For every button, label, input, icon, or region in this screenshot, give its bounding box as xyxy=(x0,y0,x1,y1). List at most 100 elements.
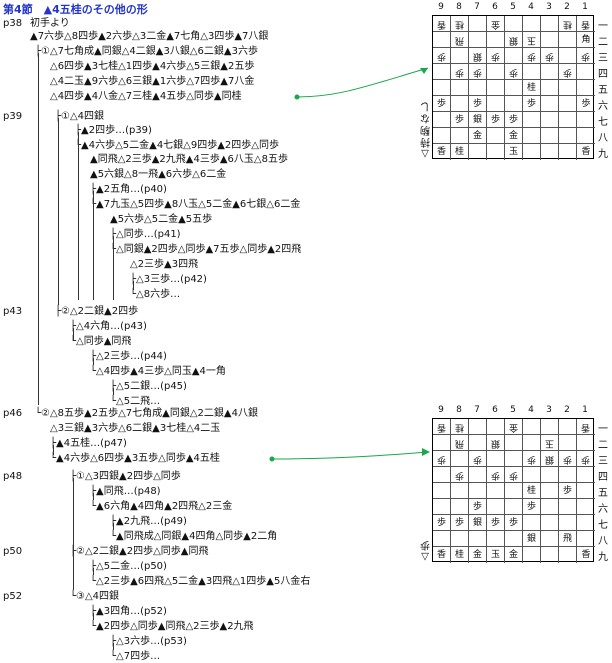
board-square xyxy=(451,128,469,144)
board-square: 香 xyxy=(577,144,595,160)
board-square xyxy=(433,499,451,515)
board-square: 歩 xyxy=(469,499,487,515)
move-line: ├△5二銀…(p45) xyxy=(110,381,187,392)
tree-connector xyxy=(113,388,114,395)
rank-label: 一 xyxy=(598,21,608,32)
board-square xyxy=(505,531,523,547)
move-line: └△8六歩… xyxy=(130,289,181,300)
file-label: 3 xyxy=(546,405,552,415)
tree-connector xyxy=(73,478,74,590)
file-label: 6 xyxy=(492,405,498,415)
shogi-piece: 歩 xyxy=(562,486,572,496)
board-square xyxy=(577,112,595,128)
board-square xyxy=(559,419,577,435)
board-square xyxy=(469,435,487,451)
board-square: 桂 xyxy=(451,144,469,160)
tree-connector xyxy=(78,132,79,300)
board-square xyxy=(577,531,595,547)
file-label: 7 xyxy=(474,2,480,12)
board-square xyxy=(469,32,487,48)
board-square xyxy=(487,531,505,547)
board-square: 歩 xyxy=(451,64,469,80)
shogi-piece: 玉 xyxy=(526,35,536,45)
shogi-piece: 歩 xyxy=(490,518,500,528)
board-square xyxy=(505,16,523,32)
shogi-piece: 金 xyxy=(472,131,482,141)
tree-connector xyxy=(73,328,74,340)
board-square xyxy=(433,80,451,96)
board-square: 玉 xyxy=(541,435,559,451)
shogi-piece: 銀 xyxy=(472,115,482,125)
board-square xyxy=(559,144,577,160)
gote-hand-char: 持 xyxy=(420,136,430,147)
shogi-piece: 歩 xyxy=(454,470,464,480)
tree-connector xyxy=(93,493,94,500)
shogi-piece: 銀 xyxy=(490,438,500,448)
board-square xyxy=(505,451,523,467)
board-square xyxy=(523,435,541,451)
move-line: ├▲2五角…(p40) xyxy=(90,184,167,195)
board-square: 香 xyxy=(577,419,595,435)
board-square xyxy=(541,32,559,48)
move-line: └▲同飛成△同銀▲4四角△同歩▲2二角 xyxy=(110,531,278,542)
board-square xyxy=(541,531,559,547)
move-line: ├△4六角…(p43) xyxy=(70,321,147,332)
board-square: 歩 xyxy=(469,451,487,467)
board-square xyxy=(487,483,505,499)
board-square: 歩 xyxy=(451,112,469,128)
file-label: 4 xyxy=(528,405,534,415)
board-square xyxy=(559,112,577,128)
arrow-head-1 xyxy=(420,68,428,74)
page-ref-label: p48 xyxy=(3,471,23,482)
board-square: 香 xyxy=(577,547,595,563)
rank-label: 六 xyxy=(598,504,608,515)
board-square: 金 xyxy=(505,547,523,563)
shogi-piece: 歩 xyxy=(508,115,518,125)
tree-connector xyxy=(93,191,94,300)
rank-label: 七 xyxy=(598,520,608,531)
arrow-to-board-2 xyxy=(271,451,429,460)
board-square: 歩 xyxy=(487,112,505,128)
board-square: 歩 xyxy=(505,112,523,128)
rank-label: 二 xyxy=(598,440,608,451)
board-square: 玉 xyxy=(505,144,523,160)
board-square: 銀 xyxy=(523,531,541,547)
board-square: 銀 xyxy=(541,451,559,467)
board-square xyxy=(523,112,541,128)
board-grid: 香桂金香飛銀玉歩歩歩銀歩歩歩歩歩桂歩歩歩歩歩銀歩歩銀飛香桂金玉金香 xyxy=(432,418,595,563)
move-line: └③△4四銀 xyxy=(70,591,120,602)
board-square: 桂 xyxy=(559,16,577,32)
shogi-piece: 飛 xyxy=(562,534,572,544)
shogi-piece: 香 xyxy=(581,550,591,560)
board-square xyxy=(469,531,487,547)
file-label: 3 xyxy=(546,2,552,12)
shogi-piece: 銀 xyxy=(472,51,482,61)
board-square: 香 xyxy=(433,16,451,32)
move-line: └▲4六歩△6四歩▲3五歩△同歩▲4五桂 xyxy=(50,453,220,464)
move-line: └▲6六角▲4四角▲2四飛△2三金 xyxy=(90,501,233,512)
shogi-piece: 歩 xyxy=(490,51,500,61)
shogi-piece: 銀 xyxy=(526,534,536,544)
page-ref-label: p43 xyxy=(3,306,23,317)
arrow-dot-1 xyxy=(294,94,300,100)
page-ref-label: p39 xyxy=(3,111,23,122)
shogi-piece: 玉 xyxy=(508,147,518,157)
board-square xyxy=(577,515,595,531)
board-square xyxy=(541,64,559,80)
board-square: 歩 xyxy=(433,515,451,531)
shogi-piece: 歩 xyxy=(472,99,482,109)
file-label: 8 xyxy=(456,405,462,415)
tree-connector xyxy=(53,445,54,455)
rank-label: 七 xyxy=(598,117,608,128)
move-line: └△2三歩▲6四飛△5二金▲3四飛△1四歩▲5八金右 xyxy=(90,576,311,587)
board-square: 歩 xyxy=(577,96,595,112)
tree-connector xyxy=(93,568,94,575)
move-line: └△同歩▲同飛 xyxy=(70,336,132,347)
file-label: 9 xyxy=(438,2,444,12)
board-square xyxy=(487,499,505,515)
board-square xyxy=(487,32,505,48)
move-line: ├②△2二銀▲2四歩 xyxy=(55,306,139,317)
shogi-piece: 金 xyxy=(508,131,518,141)
board-square xyxy=(559,80,577,96)
